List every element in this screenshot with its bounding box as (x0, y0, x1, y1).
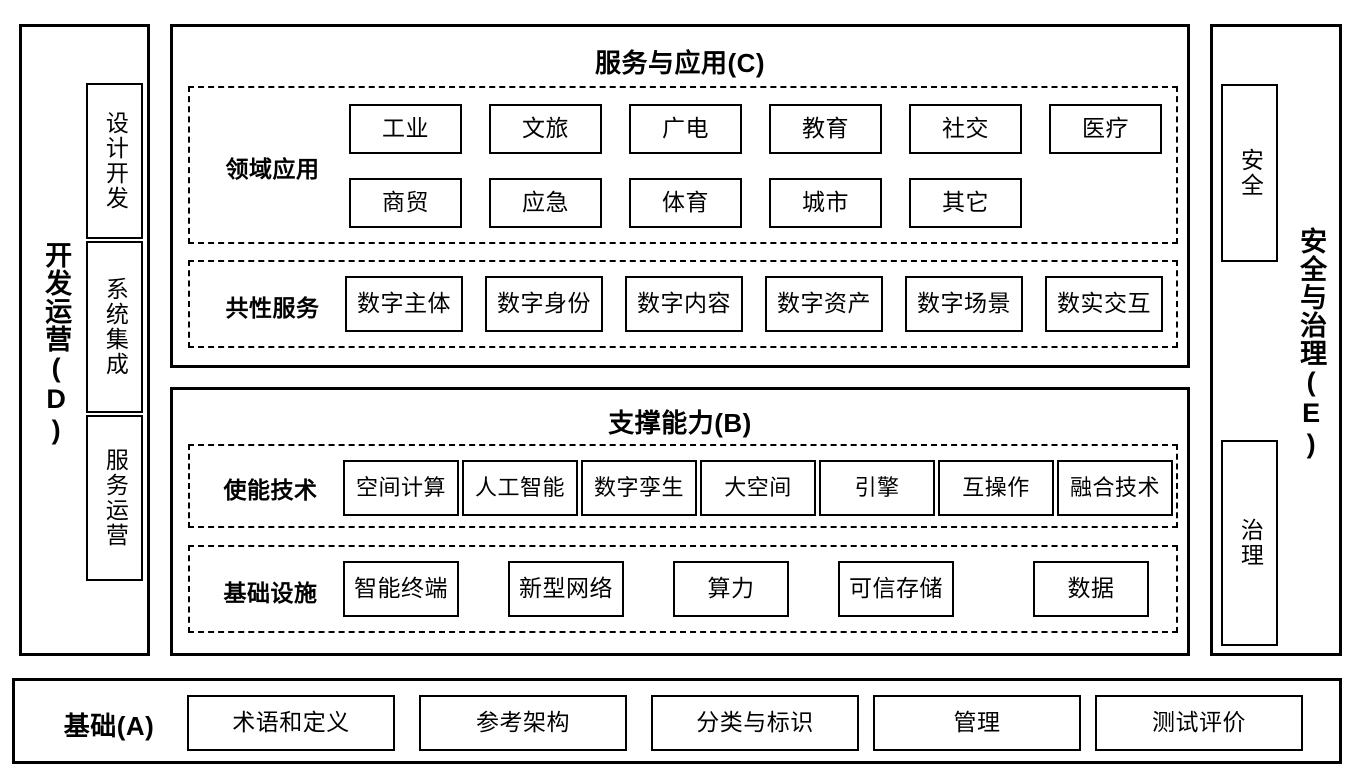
box-label: 数据 (1067, 575, 1115, 602)
enabling-tech-interoperability[interactable]: 互操作 (938, 460, 1054, 516)
section-d-development-operations: 开发运营(D) 设计开发 系统集成 服务运营 (19, 24, 150, 656)
common-service-digital-identity[interactable]: 数字身份 (485, 276, 603, 332)
d-item-service-operations[interactable]: 服务运营 (86, 415, 143, 581)
common-service-digital-scene[interactable]: 数字场景 (905, 276, 1023, 332)
box-label: 数字资产 (777, 290, 871, 317)
group-infrastructure: 基础设施 智能终端 新型网络 算力 可信存储 数据 (188, 545, 1178, 633)
domain-app-others[interactable]: 其它 (909, 178, 1022, 228)
d-item-label: 设计开发 (102, 111, 129, 211)
box-label: 融合技术 (1069, 474, 1160, 500)
infrastructure-smart-terminal[interactable]: 智能终端 (343, 561, 459, 617)
box-label: 社交 (942, 115, 989, 142)
domain-app-healthcare[interactable]: 医疗 (1049, 104, 1162, 154)
group-common-services: 共性服务 数字主体 数字身份 数字内容 数字资产 数字场景 数实交互 (188, 260, 1178, 348)
infrastructure-data[interactable]: 数据 (1033, 561, 1149, 617)
section-a-label: 基础(A) (63, 710, 155, 741)
d-item-design-development[interactable]: 设计开发 (86, 83, 143, 239)
box-label: 数字场景 (917, 290, 1011, 317)
section-b-supporting-capabilities: 支撑能力(B) 使能技术 空间计算 人工智能 数字孪生 大空间 引擎 互操作 融… (170, 387, 1190, 656)
e-item-governance[interactable]: 治理 (1221, 440, 1278, 646)
group-domain-applications: 领域应用 工业 文旅 广电 教育 社交 医疗 商贸 应急 体育 城市 其它 (188, 86, 1178, 244)
enabling-tech-spatial-computing[interactable]: 空间计算 (343, 460, 459, 516)
enabling-tech-large-space[interactable]: 大空间 (700, 460, 816, 516)
box-label: 测试评价 (1152, 709, 1246, 736)
enabling-tech-artificial-intelligence[interactable]: 人工智能 (462, 460, 578, 516)
box-label: 城市 (802, 189, 849, 216)
domain-app-sports[interactable]: 体育 (629, 178, 742, 228)
enabling-tech-convergence-technology[interactable]: 融合技术 (1057, 460, 1173, 516)
box-label: 广电 (662, 115, 709, 142)
box-label: 互操作 (962, 474, 1030, 500)
infrastructure-new-network[interactable]: 新型网络 (508, 561, 624, 617)
section-b-title: 支撑能力(B) (608, 408, 752, 438)
group-common-services-label: 共性服务 (225, 295, 320, 321)
box-label: 数字身份 (497, 290, 591, 317)
group-infrastructure-label: 基础设施 (223, 580, 318, 606)
e-item-security[interactable]: 安全 (1221, 84, 1278, 262)
domain-app-culture-tourism[interactable]: 文旅 (489, 104, 602, 154)
section-e-label: 安全与治理(E) (1296, 226, 1327, 460)
box-label: 工业 (382, 115, 429, 142)
group-enabling-technologies-label: 使能技术 (223, 477, 318, 503)
domain-app-social[interactable]: 社交 (909, 104, 1022, 154)
box-label: 新型网络 (519, 575, 613, 602)
box-label: 智能终端 (354, 575, 448, 602)
foundation-reference-architecture[interactable]: 参考架构 (419, 695, 627, 751)
box-label: 参考架构 (476, 709, 570, 736)
box-label: 商贸 (382, 189, 429, 216)
e-item-label: 安全 (1237, 148, 1264, 198)
group-domain-applications-label: 领域应用 (225, 156, 320, 182)
domain-app-industry[interactable]: 工业 (349, 104, 462, 154)
box-label: 分类与标识 (696, 709, 814, 736)
box-label: 其它 (942, 189, 989, 216)
box-label: 文旅 (522, 115, 569, 142)
box-label: 术语和定义 (232, 709, 350, 736)
foundation-classification-identification[interactable]: 分类与标识 (651, 695, 859, 751)
section-d-label: 开发运营(D) (41, 240, 72, 446)
common-service-digital-physical-interaction[interactable]: 数实交互 (1045, 276, 1163, 332)
box-label: 人工智能 (474, 474, 565, 500)
section-e-security-governance: 安全 治理 安全与治理(E) (1210, 24, 1342, 656)
box-label: 管理 (953, 709, 1001, 736)
box-label: 教育 (802, 115, 849, 142)
d-item-label: 服务运营 (102, 448, 129, 548)
box-label: 医疗 (1082, 115, 1129, 142)
enabling-tech-engine[interactable]: 引擎 (819, 460, 935, 516)
box-label: 可信存储 (849, 575, 943, 602)
box-label: 算力 (707, 575, 755, 602)
domain-app-broadcasting[interactable]: 广电 (629, 104, 742, 154)
d-item-system-integration[interactable]: 系统集成 (86, 241, 143, 413)
common-service-digital-assets[interactable]: 数字资产 (765, 276, 883, 332)
section-c-title: 服务与应用(C) (594, 48, 766, 78)
box-label: 数字孪生 (593, 474, 684, 500)
common-service-digital-content[interactable]: 数字内容 (625, 276, 743, 332)
common-service-digital-entity[interactable]: 数字主体 (345, 276, 463, 332)
box-label: 大空间 (724, 474, 792, 500)
enabling-tech-digital-twin[interactable]: 数字孪生 (581, 460, 697, 516)
d-item-label: 系统集成 (102, 277, 129, 377)
domain-app-city[interactable]: 城市 (769, 178, 882, 228)
foundation-management[interactable]: 管理 (873, 695, 1081, 751)
box-label: 体育 (662, 189, 709, 216)
infrastructure-trusted-storage[interactable]: 可信存储 (838, 561, 954, 617)
foundation-terms-definitions[interactable]: 术语和定义 (187, 695, 395, 751)
box-label: 数实交互 (1057, 290, 1151, 317)
domain-app-emergency[interactable]: 应急 (489, 178, 602, 228)
box-label: 空间计算 (355, 474, 446, 500)
domain-app-education[interactable]: 教育 (769, 104, 882, 154)
box-label: 应急 (522, 189, 569, 216)
infrastructure-computing-power[interactable]: 算力 (673, 561, 789, 617)
box-label: 引擎 (854, 474, 900, 500)
box-label: 数字主体 (357, 290, 451, 317)
domain-app-commerce[interactable]: 商贸 (349, 178, 462, 228)
section-a-foundation: 基础(A) 术语和定义 参考架构 分类与标识 管理 测试评价 (12, 678, 1342, 764)
group-enabling-technologies: 使能技术 空间计算 人工智能 数字孪生 大空间 引擎 互操作 融合技术 (188, 444, 1178, 528)
box-label: 数字内容 (637, 290, 731, 317)
foundation-testing-evaluation[interactable]: 测试评价 (1095, 695, 1303, 751)
e-item-label: 治理 (1237, 518, 1264, 568)
section-c-services-applications: 服务与应用(C) 领域应用 工业 文旅 广电 教育 社交 医疗 商贸 应急 体育… (170, 24, 1190, 368)
